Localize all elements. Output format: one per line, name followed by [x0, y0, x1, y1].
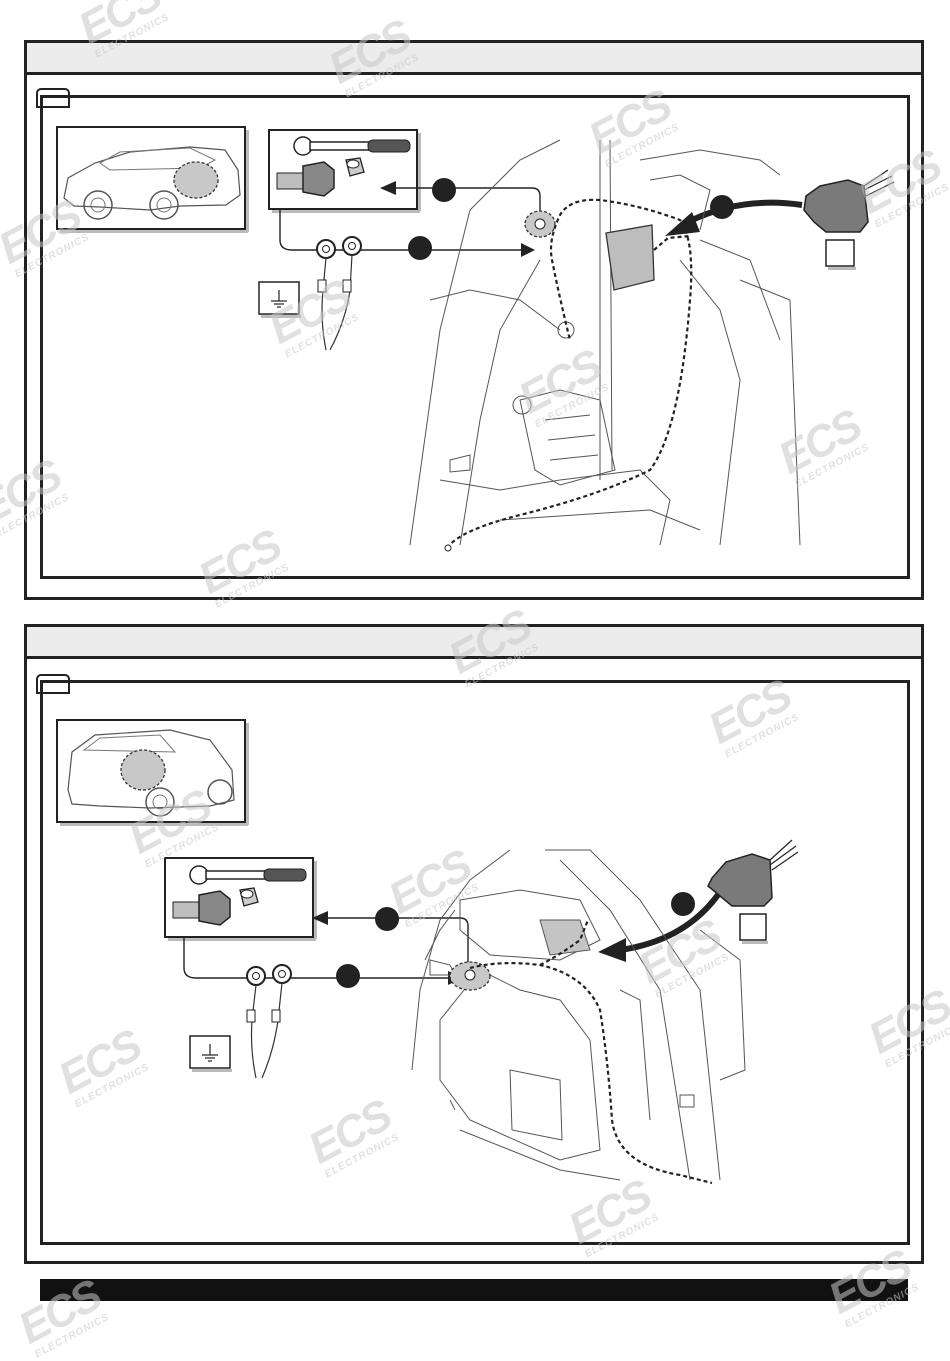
leader-arrows-bottom [312, 884, 727, 988]
bolt-icon [276, 161, 335, 197]
tools-box-top [268, 129, 421, 213]
car-thumbnail-top [56, 126, 249, 233]
trunk-interior-top [409, 139, 801, 546]
ground-point-top [524, 210, 556, 238]
connector-plug-icon [803, 169, 895, 270]
ratchet-wrench-icon [293, 136, 411, 156]
panel-top-header [27, 43, 921, 75]
trunk-interior-bottom [411, 849, 746, 1181]
connector-plug-icon [707, 839, 799, 944]
bolt-icon [172, 890, 231, 926]
nut-icon [239, 887, 259, 907]
panel-bottom-header [27, 627, 921, 659]
ground-icon [189, 1035, 232, 1072]
wiring-route-bottom [469, 919, 713, 1185]
ground-icon [258, 281, 301, 318]
step-tab-top [36, 88, 70, 108]
footer-bar [40, 1279, 908, 1301]
ratchet-wrench-icon [189, 865, 307, 885]
leader-arrows-top [380, 178, 803, 260]
ground-point-bottom [449, 961, 491, 991]
nut-icon [345, 157, 365, 177]
module-box-top [605, 224, 655, 291]
wiring-route-top [444, 198, 693, 552]
panel-top-inner-frame [40, 95, 910, 579]
panel-bottom-inner-frame [40, 680, 910, 1245]
ring-terminals-bottom [183, 938, 455, 1079]
tools-box-bottom [164, 857, 317, 941]
step-tab-bottom [36, 674, 70, 694]
ring-terminals-top [279, 210, 530, 351]
car-thumbnail-bottom [56, 719, 249, 826]
